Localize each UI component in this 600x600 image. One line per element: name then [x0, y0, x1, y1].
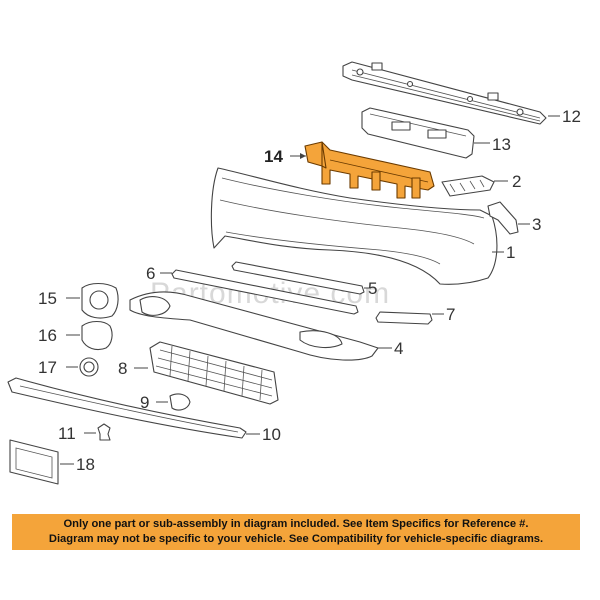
callout-3: 3: [532, 215, 541, 234]
callout-5: 5: [368, 279, 377, 298]
callout-6: 6: [146, 264, 155, 283]
part-8-grille: [134, 341, 279, 405]
disclaimer-line-2: Diagram may not be specific to your vehi…: [48, 533, 544, 545]
part-2-side-bracket: [441, 175, 508, 197]
part-4-lower-fascia: [129, 291, 392, 361]
part-7-reflector: [375, 311, 444, 325]
part-12-reinforcement: [342, 61, 560, 125]
part-3-clip: [487, 201, 530, 235]
callout-15: 15: [38, 289, 57, 308]
callout-1: 1: [506, 243, 515, 262]
part-14-bracket: [290, 141, 435, 199]
callout-14: 14: [264, 147, 283, 166]
callout-9: 9: [140, 393, 149, 412]
part-6-molding: [160, 269, 359, 315]
part-16-fog-cover: [66, 320, 113, 351]
callout-18: 18: [76, 455, 95, 474]
part-15-fog-bezel: [66, 282, 119, 319]
part-18-plate-bracket: [9, 439, 74, 485]
callout-16: 16: [38, 326, 57, 345]
part-5-trim-strip: [231, 261, 370, 295]
callout-11: 11: [58, 424, 76, 443]
callout-10: 10: [262, 425, 281, 444]
callout-2: 2: [512, 172, 521, 191]
callout-17: 17: [38, 358, 57, 377]
callout-12: 12: [562, 107, 581, 126]
part-11-clip: [84, 423, 111, 441]
disclaimer-line-1: Only one part or sub-assembly in diagram…: [63, 518, 529, 530]
part-10-valance: [7, 377, 260, 439]
callout-13: 13: [492, 135, 511, 154]
callout-8: 8: [118, 359, 127, 378]
part-17-fog-lamp: [66, 357, 99, 377]
part-13-absorber: [361, 107, 490, 159]
part-1-bumper-cover: [210, 167, 504, 285]
callout-4: 4: [394, 339, 403, 358]
part-9-bezel: [156, 393, 191, 411]
callout-7: 7: [446, 305, 455, 324]
disclaimer-banner: Only one part or sub-assembly in diagram…: [12, 514, 580, 550]
